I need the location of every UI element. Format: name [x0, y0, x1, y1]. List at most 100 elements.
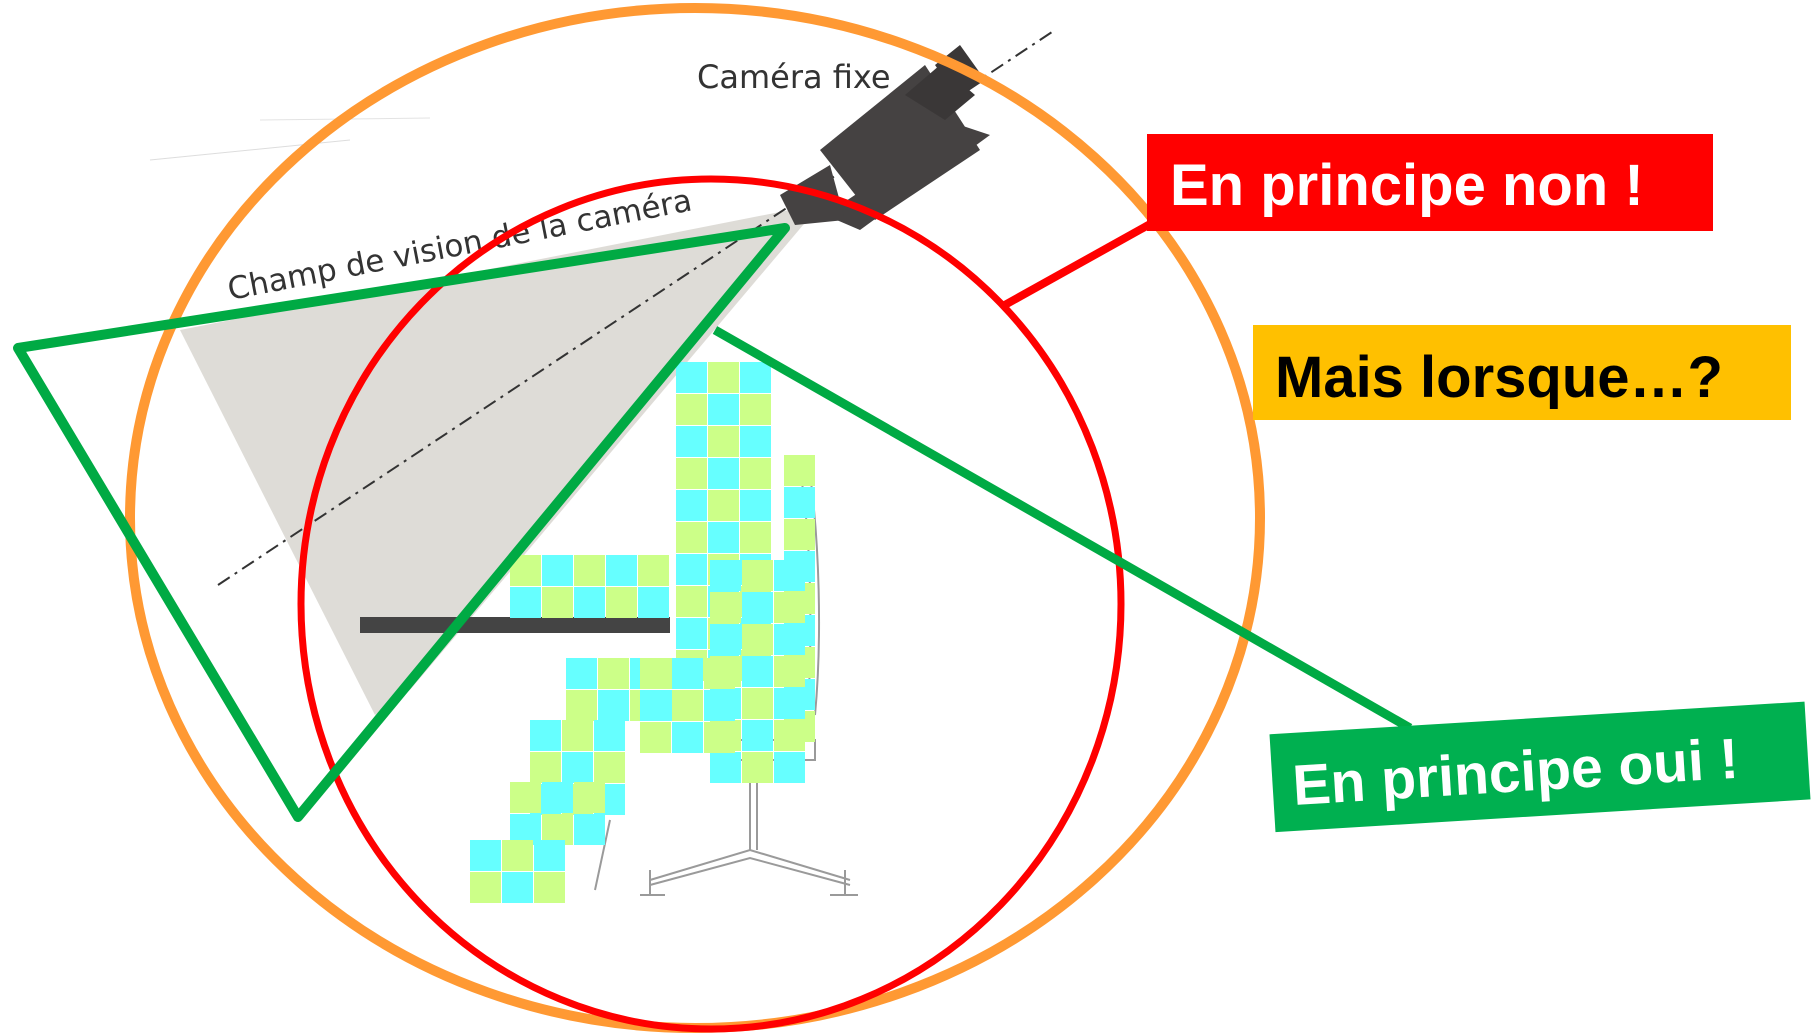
pixel-tile	[704, 690, 735, 721]
pixel-tile	[742, 688, 773, 719]
pixel-tile	[742, 560, 773, 591]
pixel-tile	[606, 587, 637, 618]
pixel-tile	[676, 586, 707, 617]
pixel-tile	[676, 522, 707, 553]
pixel-tile	[676, 554, 707, 585]
pixel-tile	[774, 752, 805, 783]
pixel-tile	[594, 752, 625, 783]
desk	[360, 617, 670, 633]
pixel-tile	[704, 658, 735, 689]
pixel-tile	[784, 519, 815, 550]
pixel-tile	[676, 426, 707, 457]
pixel-tile	[672, 690, 703, 721]
pixel-tile	[574, 587, 605, 618]
pixel-tile	[530, 752, 561, 783]
pixel-tile	[710, 752, 741, 783]
pixel-tile	[470, 872, 501, 903]
pixel-tile	[708, 458, 739, 489]
pixel-tile	[740, 362, 771, 393]
callout-no-text: En principe non !	[1170, 153, 1644, 218]
pixel-tile	[562, 752, 593, 783]
pixel-tile	[672, 658, 703, 689]
pixel-tile	[708, 394, 739, 425]
camera-axis-line	[217, 29, 1056, 586]
green-triangle	[13, 223, 790, 822]
red-circle	[297, 175, 1125, 1033]
pixel-tile	[742, 656, 773, 687]
pixel-tile	[708, 490, 739, 521]
callout-maybe: Mais lorsque…?	[1253, 325, 1791, 420]
pixel-tile	[594, 720, 625, 751]
pixel-tile	[510, 814, 541, 845]
pixel-tile	[708, 362, 739, 393]
pixel-tile	[562, 720, 593, 751]
pixel-tile	[740, 426, 771, 457]
pixel-tile	[640, 690, 671, 721]
pixel-tile	[708, 426, 739, 457]
pixel-tile	[640, 722, 671, 753]
pixel-tile	[676, 618, 707, 649]
pixel-tile	[704, 722, 735, 753]
camera-label: Caméra fixe	[697, 58, 891, 96]
pixel-tile	[502, 872, 533, 903]
pixel-tile	[784, 455, 815, 486]
pixel-tile	[774, 656, 805, 687]
pixel-tile	[740, 394, 771, 425]
pixel-tile	[774, 592, 805, 623]
callout-no-box	[1147, 134, 1713, 231]
pixel-tile	[710, 560, 741, 591]
pixel-tile	[774, 560, 805, 591]
pixel-tile	[502, 840, 533, 871]
pixel-tile	[708, 522, 739, 553]
pixel-tile	[574, 555, 605, 586]
pixel-tile	[774, 720, 805, 751]
pixel-tile	[574, 814, 605, 845]
pixel-tile	[676, 362, 707, 393]
pixel-tile	[542, 555, 573, 586]
pixel-tile	[530, 720, 561, 751]
pixel-tile	[774, 624, 805, 655]
pixel-tile	[510, 587, 541, 618]
pixel-tile	[740, 458, 771, 489]
red-connector-line	[1001, 219, 1154, 310]
camera-field-of-view	[180, 205, 820, 715]
pixel-tile	[640, 658, 671, 689]
pixel-tile	[542, 587, 573, 618]
callout-yes-box	[1269, 701, 1811, 833]
pixel-tile	[676, 490, 707, 521]
pixel-tile	[774, 688, 805, 719]
callout-maybe-box	[1253, 325, 1791, 420]
pixel-tile	[742, 592, 773, 623]
pixel-tile	[672, 722, 703, 753]
pixel-tile	[470, 840, 501, 871]
pixel-tile	[606, 555, 637, 586]
pixel-tile	[566, 658, 597, 689]
pixel-tile	[638, 555, 669, 586]
pixel-tile	[676, 458, 707, 489]
pixel-tile	[542, 782, 573, 813]
callout-yes: En principe oui !	[1269, 701, 1811, 833]
pixel-tile	[566, 690, 597, 721]
pixel-tile	[574, 782, 605, 813]
pixel-tile	[740, 490, 771, 521]
pixel-tile	[534, 872, 565, 903]
callout-maybe-text: Mais lorsque…?	[1275, 345, 1723, 410]
pixel-tile	[742, 752, 773, 783]
pixel-tile	[534, 840, 565, 871]
pixel-tile	[638, 587, 669, 618]
pixelated-person-icon	[470, 362, 815, 903]
pixel-tile	[784, 487, 815, 518]
pixel-tile	[742, 624, 773, 655]
pixel-tile	[510, 782, 541, 813]
pixel-tile	[676, 394, 707, 425]
pixel-tile	[710, 624, 741, 655]
pixel-tile	[740, 522, 771, 553]
green-connector-line	[712, 326, 1413, 732]
callout-no: En principe non !	[1147, 134, 1713, 231]
pixel-tile	[742, 720, 773, 751]
pixel-tile	[598, 658, 629, 689]
pixel-tile	[710, 592, 741, 623]
pixel-tile	[598, 690, 629, 721]
pixel-tile	[542, 814, 573, 845]
